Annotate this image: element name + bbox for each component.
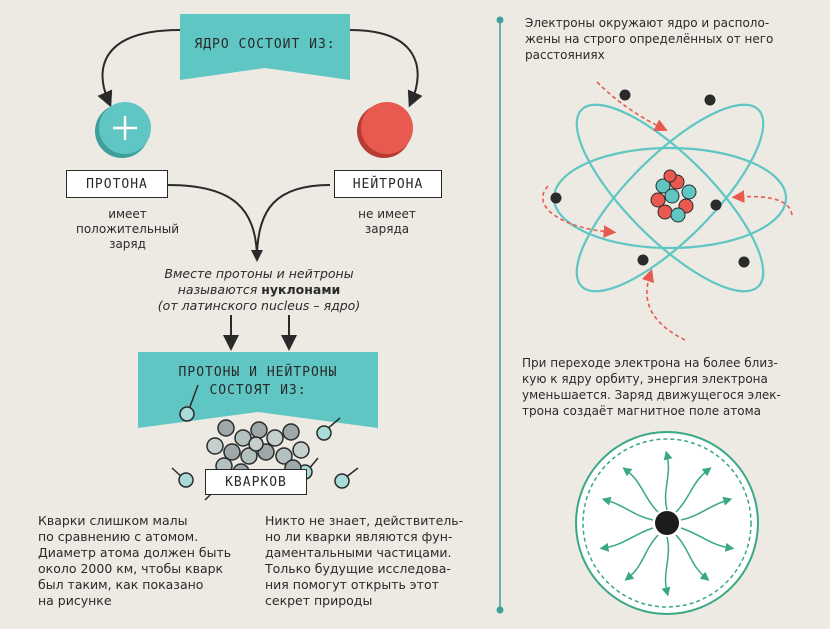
nucleons-note-line1: Вместе протоны и нейтроны — [164, 266, 354, 281]
nucleus-banner-text: ЯДРО СОСТОИТ ИЗ: — [194, 37, 336, 52]
quarks-banner-line: ПРОТОНЫ И НЕЙТРОНЫ — [178, 365, 338, 380]
proton-caption-line: имеет — [108, 207, 147, 221]
neutron-sphere — [357, 102, 413, 158]
nucleons-note-line2: называются нуклонами — [140, 282, 378, 298]
quarks-size-text: Кварки слишком малы по сравнению с атомо… — [38, 513, 243, 609]
orbit-diagonal-a — [575, 103, 765, 293]
proton-caption-line: заряд — [109, 237, 146, 251]
text-line: был таким, как показано — [38, 577, 204, 592]
text-line: Диаметр атома должен быть — [38, 545, 232, 560]
text-line: секрет природы — [265, 593, 373, 608]
magnetic-field-diagram — [575, 431, 759, 615]
quarks-banner-text: ПРОТОНЫ И НЕЙТРОНЫ СОСТОЯТ ИЗ: — [138, 364, 378, 400]
quarks-banner-line: СОСТОЯТ ИЗ: — [209, 383, 307, 398]
quarks-label: КВАРКОВ — [205, 469, 307, 495]
merge-arrowhead — [251, 250, 263, 262]
neutron-label: НЕЙТРОНА — [334, 170, 442, 198]
text-line: около 2000 км, чтобы кварк — [38, 561, 224, 576]
quarks-unknown-text: Никто не знает, действитель- но ли кварк… — [265, 513, 490, 609]
merge-arrows — [167, 184, 331, 256]
arrow-to-proton — [97, 29, 181, 108]
orbit-diagonal-b — [575, 103, 765, 293]
proton-label: ПРОТОНА — [66, 170, 168, 198]
nucleons-note-line3: (от латинского nucleus – ядро) — [157, 298, 361, 313]
text-line: ния помогут открыть этот — [265, 577, 439, 592]
text-line: уменьшается. Заряд движущегося элек- — [522, 388, 781, 402]
text-line: жены на строго определённых от него — [525, 32, 774, 46]
proton-caption-line: положительный — [75, 222, 180, 236]
quarks-banner-shape — [138, 352, 378, 428]
proton-caption: имеет положительный заряд — [70, 207, 185, 252]
neutron-caption: не имеет заряда — [335, 207, 439, 237]
proton-sphere — [95, 102, 151, 158]
text-line: но ли кварки являются фун- — [265, 529, 453, 544]
text-line: на рисунке — [38, 593, 112, 608]
text-line: кую к ядру орбиту, энергия электрона — [522, 372, 768, 386]
text-line: Кварки слишком малы — [38, 513, 188, 528]
text-line: При переходе электрона на более близ- — [522, 356, 778, 370]
orbit-energy-text: При переходе электрона на более близ- ку… — [522, 355, 827, 419]
text-line: расстояниях — [525, 48, 605, 62]
text-line: по сравнению с атомом. — [38, 529, 199, 544]
neutron-caption-line: не имеет — [358, 207, 416, 221]
text-line: даментальными частицами. — [265, 545, 452, 560]
arrow-to-neutron — [349, 29, 423, 108]
atom-diagram — [541, 81, 793, 341]
text-line: Электроны окружают ядро и располо- — [525, 16, 770, 30]
text-line: Никто не знает, действитель- — [265, 513, 464, 528]
column-divider — [496, 16, 504, 614]
electrons-text: Электроны окружают ядро и располо- жены … — [525, 15, 825, 63]
nucleons-note-prefix: называются — [177, 282, 262, 297]
nucleus-banner-shape — [180, 14, 350, 80]
nucleons-note: Вместе протоны и нейтроны называются нук… — [140, 266, 378, 314]
neutron-caption-line: заряда — [364, 222, 410, 236]
text-line: Только будущие исследова- — [265, 561, 451, 576]
text-line: трона создаёт магнитное поле атома — [522, 404, 761, 418]
nucleons-term: нуклонами — [261, 282, 341, 297]
